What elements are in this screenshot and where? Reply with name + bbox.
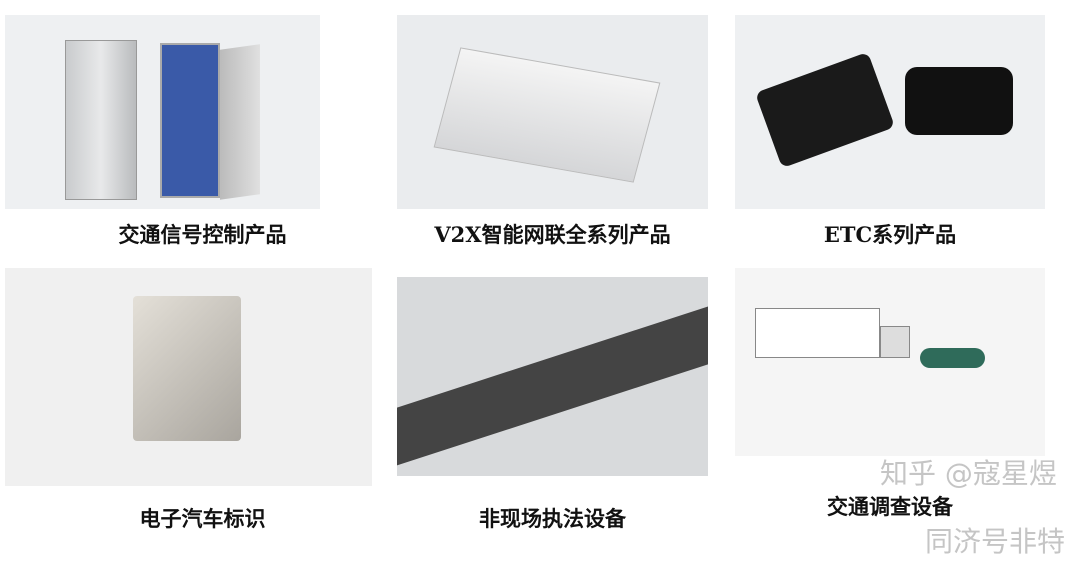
product-image-electronic-vehicle-id xyxy=(5,268,372,486)
caption-signal-control: 交通信号控制产品 xyxy=(118,222,287,247)
product-image-signal-cabinet xyxy=(5,15,320,209)
etc-obu xyxy=(905,67,1013,135)
product-image-traffic-survey xyxy=(735,268,1045,456)
car xyxy=(920,348,985,368)
v2x-device-box xyxy=(433,47,661,183)
caption-etc: ETC系列产品 xyxy=(823,222,957,247)
signal-cabinet-closed xyxy=(65,40,137,200)
signal-cabinet-open xyxy=(160,43,220,198)
road xyxy=(397,302,708,467)
truck-body xyxy=(755,308,880,358)
etc-antenna xyxy=(754,51,896,169)
signal-cabinet-door xyxy=(220,44,260,200)
caption-v2x: V2X智能网联全系列产品 xyxy=(434,222,671,247)
weibo-watermark: 同济号非特 xyxy=(925,525,1066,558)
rfid-reader xyxy=(133,296,241,441)
truck-cab xyxy=(880,326,910,358)
product-image-etc xyxy=(735,15,1045,209)
caption-traffic-survey: 交通调查设备 xyxy=(827,494,953,519)
product-image-v2x xyxy=(397,15,708,209)
caption-enforcement: 非现场执法设备 xyxy=(479,506,626,531)
caption-electronic-vehicle-id: 电子汽车标识 xyxy=(139,506,266,531)
product-image-enforcement-scene xyxy=(397,277,708,476)
zhihu-watermark: 知乎 @寇星煜 xyxy=(880,457,1057,490)
